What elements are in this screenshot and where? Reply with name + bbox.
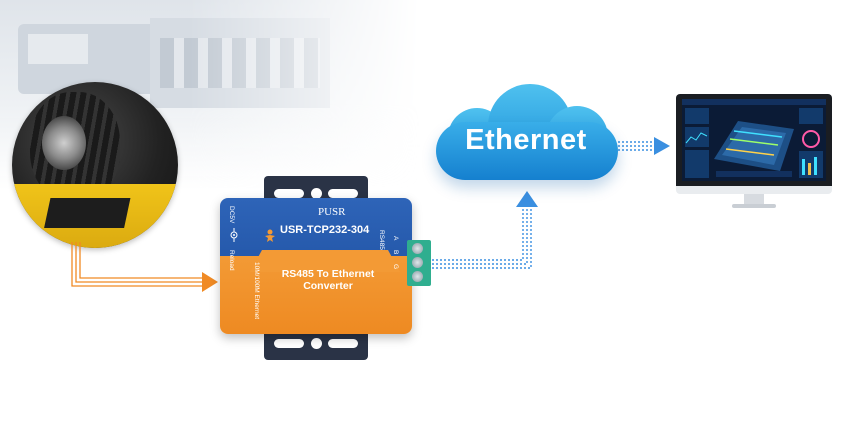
terminal-screw	[412, 271, 423, 282]
tire-sensor-photo	[12, 82, 178, 248]
terminal-label-a: A	[392, 236, 399, 241]
rs485-converter-device: PUSR USR-TCP232-304 RS485 To Ethernet Co…	[220, 176, 412, 360]
monitor-bezel	[676, 94, 832, 192]
dashboard-visual	[682, 99, 826, 181]
device-function-line2: Converter	[303, 280, 353, 292]
mount-slot	[274, 189, 304, 198]
cloud-label: Ethernet	[465, 124, 587, 156]
monitor-stand-foot	[732, 204, 776, 208]
mount-slot	[274, 339, 304, 348]
device-to-cloud-line	[432, 206, 532, 269]
terminal-screw	[412, 257, 423, 268]
monitoring-computer	[676, 94, 832, 214]
dc-polarity-icon	[230, 228, 238, 242]
building-silhouette	[150, 18, 330, 108]
terminal-label-b: B	[392, 250, 399, 255]
up-arrow-head	[516, 191, 538, 207]
device-function: RS485 To Ethernet Converter	[272, 268, 384, 292]
terminal-screw	[412, 243, 423, 254]
warehouse-background	[0, 0, 420, 190]
mount-slot	[328, 189, 358, 198]
mount-hole	[311, 188, 322, 199]
ethernet-port-label: 10M/100M Ethernet	[253, 262, 260, 320]
power-port-label: DC5V	[228, 206, 235, 224]
mount-hole	[311, 338, 322, 349]
cloud-base	[436, 122, 618, 180]
wheel-rim-image	[42, 116, 86, 170]
mount-slot	[328, 339, 358, 348]
right-arrow-head	[654, 137, 670, 155]
ethernet-cloud: Ethernet	[428, 78, 624, 188]
monitor-stand-neck	[744, 194, 764, 204]
rs485-port-label: RS485	[378, 230, 385, 250]
rs485-terminal-block	[407, 240, 431, 286]
dashboard-screen	[682, 99, 826, 181]
serial-connection-line	[71, 242, 204, 287]
device-panel-notch	[250, 250, 400, 272]
serial-arrow-head	[202, 272, 218, 292]
device-brand: PUSR	[318, 206, 346, 218]
device-model: USR-TCP232-304	[280, 224, 370, 236]
device-body: PUSR USR-TCP232-304 RS485 To Ethernet Co…	[220, 198, 412, 334]
reload-button-label: Reload	[228, 250, 235, 271]
terminal-label-g: G	[392, 264, 399, 270]
device-function-line1: RS485 To Ethernet	[281, 268, 375, 280]
sensor-pad-image	[12, 184, 178, 248]
device-top-panel	[220, 198, 412, 258]
person-logo-icon	[265, 229, 275, 242]
monitor-chin	[676, 186, 832, 194]
